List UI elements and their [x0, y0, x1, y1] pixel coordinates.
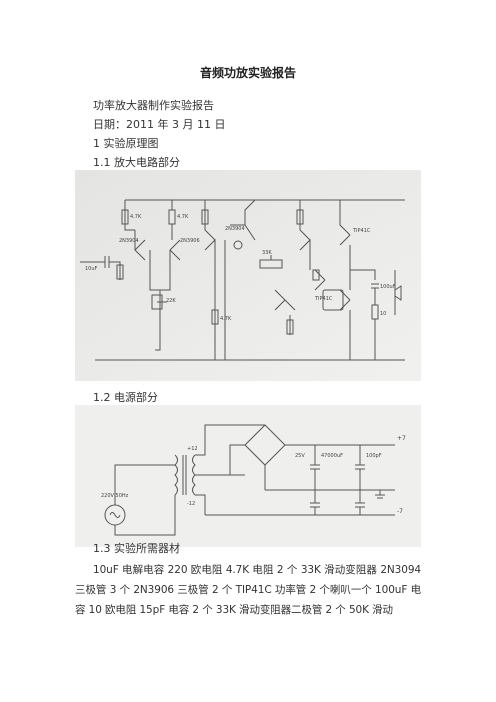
amp-label-q3: 2N3904 [225, 226, 245, 232]
amp-label-q5: TIP41C [352, 228, 371, 234]
section-1-heading: 1 实验原理图 [93, 137, 159, 150]
psu-label-ac: 220V 50Hz [101, 493, 129, 499]
amp-label-c2: 100uF [380, 284, 396, 290]
psu-label-tap1: +12 [187, 446, 198, 452]
amp-label-pot: 33K [262, 250, 272, 256]
psu-label-tap2: -12 [187, 501, 195, 507]
page-title: 音频功放实验报告 [199, 66, 296, 80]
amplifier-circuit-photo: 4.7K 4.7K 2N3904 2N3906 2N3904 33K 10uF … [75, 170, 421, 381]
psu-label-cap2: 100pF [366, 453, 382, 459]
amp-label-r1: 4.7K [130, 214, 142, 220]
amp-label-r2: 4.7K [177, 214, 189, 220]
report-date: 日期：2011 年 3 月 11 日 [93, 118, 226, 131]
amp-label-q2: 2N3906 [180, 238, 200, 244]
amp-label-q6: TIP41C [314, 296, 333, 302]
psu-label-cap1: 47000uF [321, 453, 343, 459]
power-supply-circuit-photo: +7 -7 220V 50Hz +12 -12 47000uF 100pF 25… [75, 405, 421, 547]
psu-label-v1: 25V [295, 453, 305, 459]
amp-label-q1: 2N3904 [119, 238, 139, 244]
psu-label-vpos: +7 [397, 435, 406, 442]
amp-label-c1: 10uF [85, 266, 98, 272]
psu-label-vneg: -7 [397, 508, 403, 515]
report-heading: 功率放大器制作实验报告 [93, 99, 214, 112]
section-1-3-heading: 1.3 实验所需器材 [93, 542, 180, 555]
amp-label-r4: 4.7K [220, 316, 232, 322]
materials-paragraph: 10uF 电解电容 220 欧电阻 4.7K 电阻 2 个 33K 滑动变阻器 … [75, 564, 421, 616]
section-1-2-heading: 1.2 电源部分 [93, 391, 158, 404]
amp-label-r3: 22K [166, 298, 176, 304]
amp-label-r5: 10 [380, 311, 386, 317]
section-1-1-heading: 1.1 放大电路部分 [93, 156, 180, 169]
